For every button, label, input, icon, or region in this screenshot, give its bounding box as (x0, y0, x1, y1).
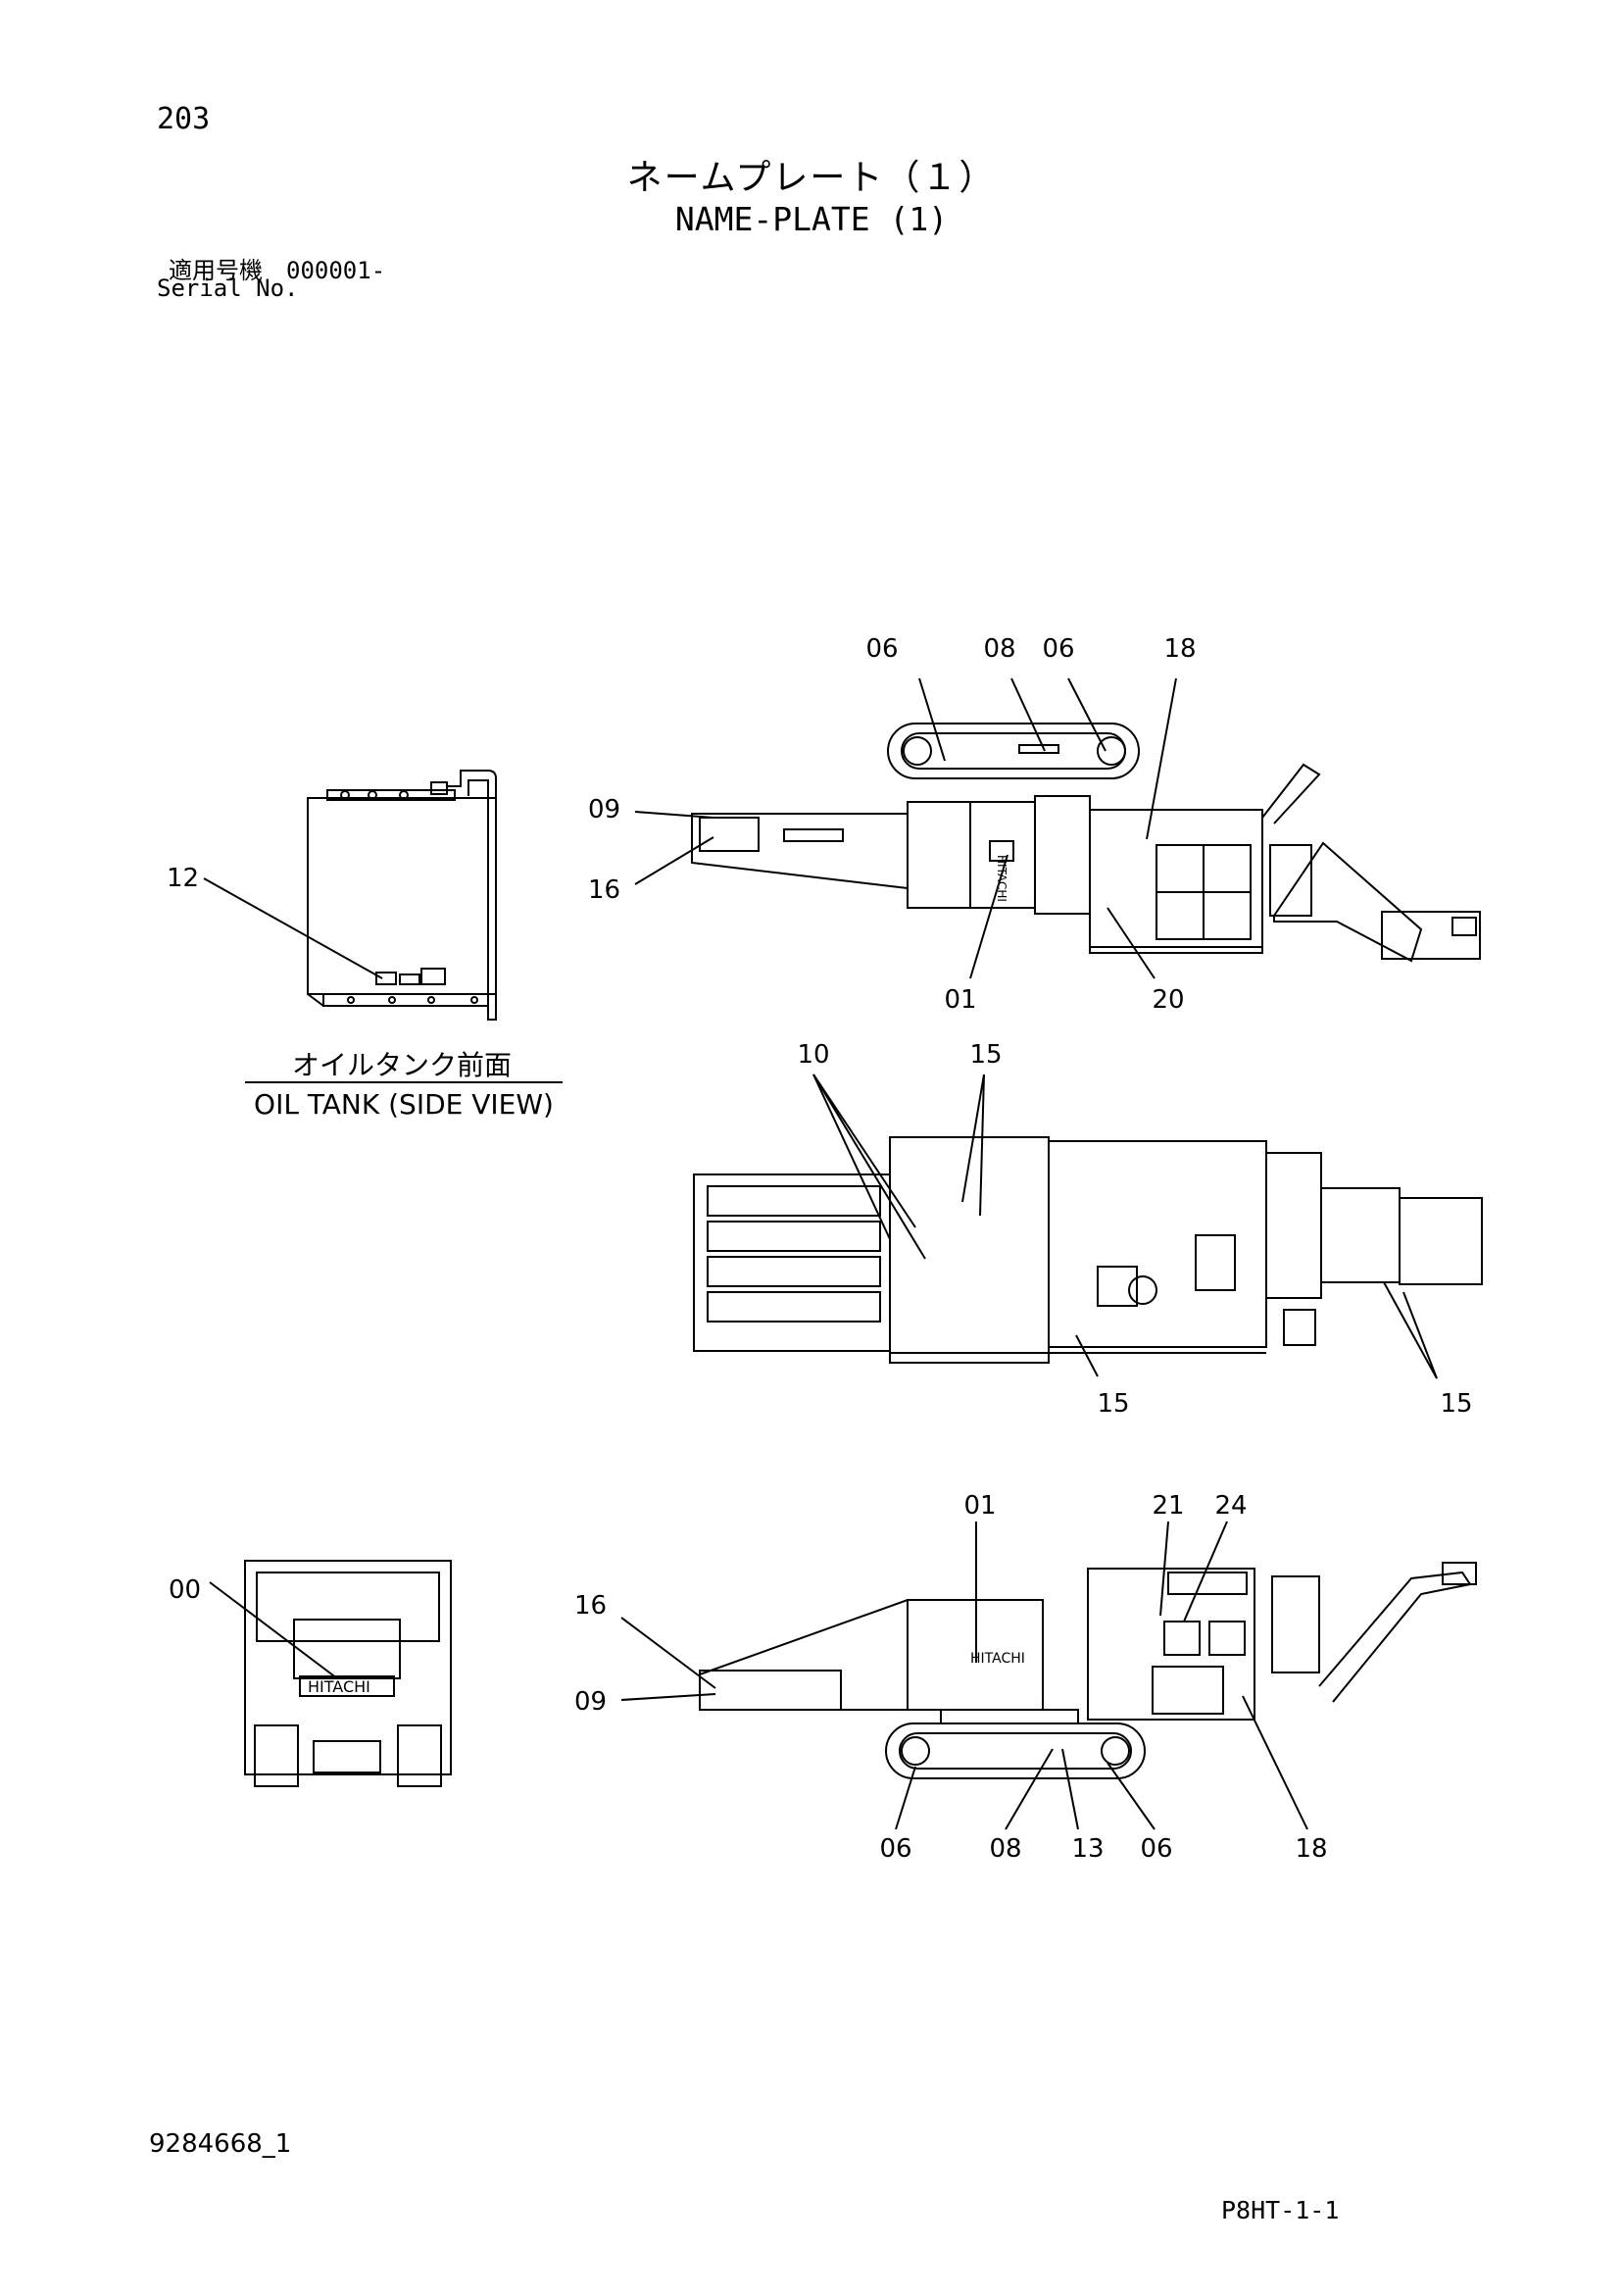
oil-tank-caption-jp: オイルタンク前面 (292, 1049, 512, 1081)
callout-18-bottom: 18 (1295, 1834, 1327, 1864)
callout-16-bottom: 16 (574, 1591, 607, 1621)
callout-13: 13 (1071, 1834, 1104, 1864)
page-code: P8HT-1-1 (1221, 2196, 1340, 2224)
front-view: HITACHI (244, 1560, 452, 1787)
callout-15-c: 15 (1440, 1389, 1472, 1419)
callout-06-bottom-a: 06 (879, 1834, 911, 1864)
callout-18: 18 (1163, 634, 1196, 664)
page-title-en: NAME-PLATE (1) (674, 200, 949, 238)
callout-06-bottom-b: 06 (1140, 1834, 1172, 1864)
callout-06-b: 06 (1042, 634, 1074, 664)
document-number: 9284668_1 (149, 2129, 292, 2159)
callout-16: 16 (588, 875, 620, 905)
callout-20: 20 (1152, 985, 1184, 1015)
logo-side-bottom: HITACHI (970, 1651, 1025, 1667)
callout-09-bottom: 09 (574, 1687, 607, 1717)
serial-label-en: Serial No. (157, 275, 299, 302)
oil-tank-caption-en: OIL TANK (SIDE VIEW) (254, 1088, 554, 1121)
page-number: 203 (157, 102, 211, 136)
page-title-jp: ネームプレート（１） (626, 158, 997, 198)
callout-06-a: 06 (865, 634, 898, 664)
callout-01: 01 (944, 985, 976, 1015)
callout-15-a: 15 (969, 1040, 1002, 1070)
callout-08: 08 (983, 634, 1015, 664)
logo-front: HITACHI (308, 1677, 370, 1696)
oil-tank-side-view (203, 770, 497, 1021)
callout-21: 21 (1152, 1491, 1184, 1521)
callout-15-b: 15 (1097, 1389, 1129, 1419)
plan-view (693, 1136, 1483, 1364)
callout-10: 10 (797, 1040, 829, 1070)
serial-label-jp: 適用号機 000001- (169, 257, 386, 284)
callout-12: 12 (167, 864, 199, 893)
side-view-bottom: HITACHI (699, 1562, 1477, 1779)
callout-01-bottom: 01 (963, 1491, 996, 1521)
callout-24: 24 (1214, 1491, 1247, 1521)
callout-00: 00 (169, 1575, 201, 1605)
callout-09: 09 (588, 795, 620, 824)
callout-08-bottom: 08 (989, 1834, 1021, 1864)
logo-side-top: HITACHI (995, 855, 1008, 902)
side-view-top: HITACHI (691, 723, 1481, 963)
